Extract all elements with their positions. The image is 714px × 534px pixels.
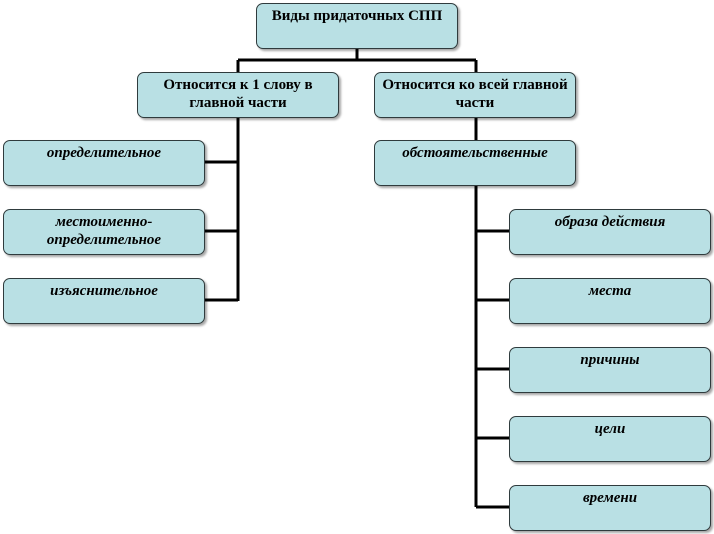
branch-whole-node: Относится ко всей главной части [374, 72, 576, 118]
adverbial-item-node: причины [509, 347, 711, 393]
left-item-node: местоименно-определительное [3, 209, 205, 255]
left-item-node: изъяснительное [3, 278, 205, 324]
adverbial-item-node: образа действия [509, 209, 711, 255]
adverbial-node: обстоятельственные [374, 140, 576, 186]
branch-word-node: Относится к 1 слову в главной части [137, 72, 339, 118]
root-node: Виды придаточных СПП [256, 3, 458, 49]
adverbial-item-node: цели [509, 416, 711, 462]
left-item-node: определительное [3, 140, 205, 186]
adverbial-item-node: места [509, 278, 711, 324]
adverbial-item-node: времени [509, 485, 711, 531]
